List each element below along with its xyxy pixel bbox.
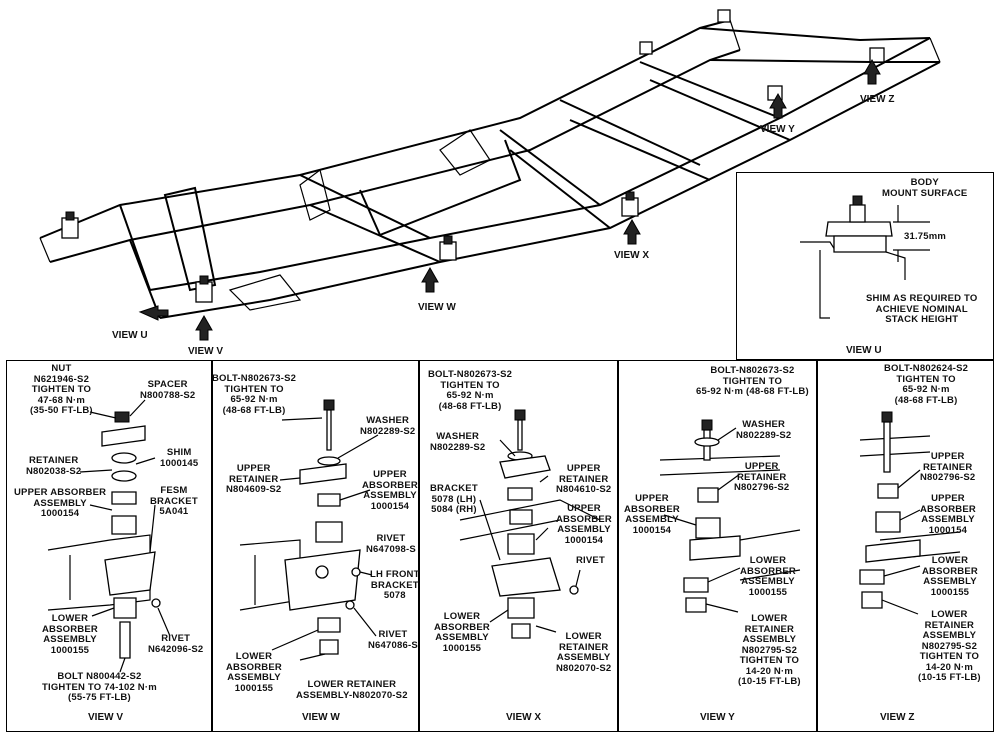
frame-right-rail [149, 37, 941, 319]
view-y-upper-retainer-label: UPPER RETAINER N802796-S2 [734, 461, 790, 493]
view-y-lower-retainer-label: LOWER RETAINER ASSEMBLY N802795-S2 TIGHT… [738, 613, 801, 687]
view-w-washer-label: WASHER N802289-S2 [360, 415, 416, 437]
view-z-upper-retainer-label: UPPER RETAINER N802796-S2 [920, 451, 976, 483]
view-w-rivet2-label: RIVET N647086-S [368, 629, 418, 651]
view-v-bolt-label: BOLT N800442-S2 TIGHTEN TO 74-102 N·m (5… [42, 671, 157, 703]
view-v-retainer-label: RETAINER N802038-S2 [26, 455, 82, 477]
panel-divider [211, 360, 213, 732]
view-z-caption: VIEW Z [880, 712, 915, 723]
view-w-rivet1-label: RIVET N647098-S [366, 533, 416, 555]
view-w-upper-absorber-label: UPPER ABSORBER ASSEMBLY 1000154 [362, 469, 418, 512]
frame-mount-posts [61, 9, 885, 303]
view-w-upper-retainer-label: UPPER RETAINER N804609-S2 [226, 463, 282, 495]
view-x-washer-label: WASHER N802289-S2 [430, 431, 486, 453]
view-w-caption: VIEW W [302, 712, 340, 723]
frame-view-z-label: VIEW Z [860, 94, 895, 105]
detail-u-caption: VIEW U [846, 345, 882, 356]
view-w-lh-front-bracket-label: LH FRONT BRACKET 5078 [370, 569, 420, 601]
frame-cross-members [119, 27, 940, 319]
detail-u-shim-note: SHIM AS REQUIRED TO ACHIEVE NOMINAL STAC… [866, 293, 978, 325]
views-container [6, 360, 994, 732]
frame-view-y-label: VIEW Y [760, 124, 795, 135]
view-v-fesm-bracket-label: FESM BRACKET 5A041 [150, 485, 198, 517]
view-w-lower-absorber-label: LOWER ABSORBER ASSEMBLY 1000155 [226, 651, 282, 694]
view-v-lower-absorber-label: LOWER ABSORBER ASSEMBLY 1000155 [42, 613, 98, 656]
view-x-upper-retainer-label: UPPER RETAINER N804610-S2 [556, 463, 612, 495]
detail-u-body-mount-label: BODY MOUNT SURFACE [882, 177, 968, 199]
view-x-caption: VIEW X [506, 712, 542, 723]
panel-divider [816, 360, 818, 732]
view-z-lower-retainer-label: LOWER RETAINER ASSEMBLY N802795-S2 TIGHT… [918, 609, 981, 683]
view-x-upper-absorber-label: UPPER ABSORBER ASSEMBLY 1000154 [556, 503, 612, 546]
view-v-upper-absorber-label: UPPER ABSORBER ASSEMBLY 1000154 [14, 487, 107, 519]
view-w-lower-retainer-label: LOWER RETAINER ASSEMBLY-N802070-S2 [296, 679, 408, 701]
frame-view-x-label: VIEW X [614, 250, 650, 261]
panel-divider [617, 360, 619, 732]
detail-u-dimension: 31.75mm [904, 231, 947, 242]
view-v-spacer-label: SPACER N800788-S2 [140, 379, 196, 401]
view-x-bracket-label: BRACKET 5078 (LH) 5084 (RH) [430, 483, 478, 515]
view-z-upper-absorber-label: UPPER ABSORBER ASSEMBLY 1000154 [920, 493, 976, 536]
view-z-bolt-label: BOLT-N802624-S2 TIGHTEN TO 65-92 N·m (48… [884, 363, 969, 406]
view-y-upper-absorber-label: UPPER ABSORBER ASSEMBLY 1000154 [624, 493, 680, 536]
frame-left-rail [39, 19, 741, 263]
view-x-lower-absorber-label: LOWER ABSORBER ASSEMBLY 1000155 [434, 611, 490, 654]
panel-divider [418, 360, 420, 732]
view-x-rivet-label: RIVET [576, 555, 605, 566]
view-z-lower-absorber-label: LOWER ABSORBER ASSEMBLY 1000155 [922, 555, 978, 598]
view-v-caption: VIEW V [88, 712, 124, 723]
view-v-shim-label: SHIM 1000145 [160, 447, 199, 469]
view-y-washer-label: WASHER N802289-S2 [736, 419, 792, 441]
view-v-nut-label: NUT N621946-S2 TIGHTEN TO 47-68 N·m (35-… [30, 363, 93, 416]
view-y-caption: VIEW Y [700, 712, 735, 723]
frame-view-v-label: VIEW V [188, 346, 224, 357]
detail-view-u-panel [736, 172, 994, 360]
view-x-bolt-label: BOLT-N802673-S2 TIGHTEN TO 65-92 N·m (48… [428, 369, 513, 412]
view-v-rivet-label: RIVET N642096-S2 [148, 633, 204, 655]
view-x-lower-retainer-label: LOWER RETAINER ASSEMBLY N802070-S2 [556, 631, 612, 674]
view-arrows [138, 58, 881, 341]
frame-view-w-label: VIEW W [418, 302, 456, 313]
view-w-bolt-label: BOLT-N802673-S2 TIGHTEN TO 65-92 N·m (48… [212, 373, 297, 416]
view-y-lower-absorber-label: LOWER ABSORBER ASSEMBLY 1000155 [740, 555, 796, 598]
frame-view-u-label: VIEW U [112, 330, 148, 341]
view-y-bolt-label: BOLT-N802673-S2 TIGHTEN TO 65-92 N·m (48… [696, 365, 809, 397]
